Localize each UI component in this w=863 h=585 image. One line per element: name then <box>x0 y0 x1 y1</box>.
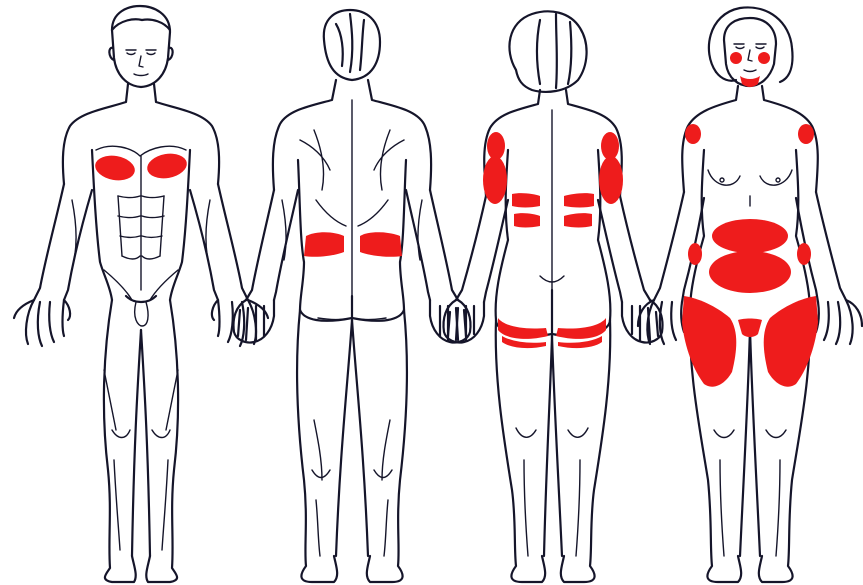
male-front-figure <box>14 6 268 582</box>
highlight-back-fold-left-lower <box>514 213 540 227</box>
female-front-details <box>708 44 792 556</box>
highlight-hip-right <box>797 243 811 265</box>
male-front-outline <box>14 6 268 582</box>
highlight-hip-left <box>688 243 702 265</box>
highlight-inner-thigh <box>738 319 762 338</box>
female-front-outline <box>638 7 862 582</box>
male-back-highlights <box>304 232 402 257</box>
highlight-upper-arm-back-left <box>487 132 505 160</box>
highlight-upper-arm-left <box>685 124 701 144</box>
highlight-chest-right <box>145 151 189 182</box>
highlight-upper-arm-right <box>798 124 814 144</box>
highlight-upper-arm-back-right <box>601 132 619 160</box>
highlight-upper-abdomen <box>712 219 788 253</box>
highlight-back-fold-left-upper <box>512 193 540 207</box>
highlight-lower-abdomen <box>709 251 791 293</box>
highlight-buttock-crease-left <box>498 318 548 348</box>
highlight-lower-back-left <box>304 232 344 257</box>
highlight-flank-left <box>483 156 507 204</box>
female-back-figure <box>444 11 663 582</box>
female-back-outline <box>444 11 663 582</box>
highlight-thigh-left <box>682 296 736 387</box>
male-front-details <box>72 50 210 550</box>
highlight-back-fold-right-lower <box>564 213 592 227</box>
highlight-lower-back-right <box>360 232 402 257</box>
highlight-thigh-right <box>764 296 818 387</box>
highlight-flank-right <box>599 156 623 204</box>
female-front-figure <box>638 7 862 582</box>
highlight-chest-left <box>93 153 137 184</box>
highlight-cheek-left <box>730 52 742 64</box>
highlight-buttock-crease-right <box>556 318 606 348</box>
highlight-back-fold-right-upper <box>564 193 594 207</box>
highlight-cheek-right <box>758 52 770 64</box>
male-back-figure <box>234 10 471 582</box>
